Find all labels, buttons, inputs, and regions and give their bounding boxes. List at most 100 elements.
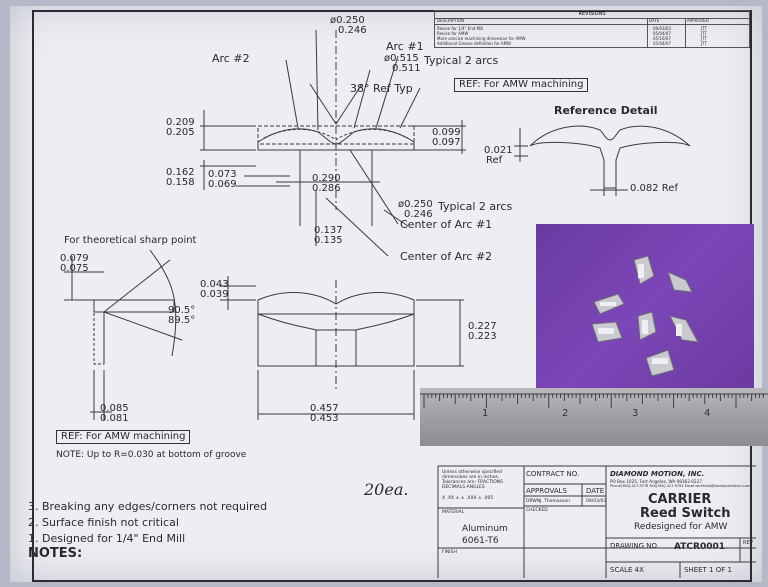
revision-date: 05/16/07 [653,36,671,41]
dim-0205: 0.205 [166,127,195,138]
company-name: DIAMOND MOTION, INC. [610,470,705,478]
dim-0511: 0.511 [392,63,421,74]
ruler: 1 2 3 4 [420,388,768,446]
col-date: DATE [649,18,660,23]
dim-0075: 0.075 [60,263,89,274]
drawing-number: ATCR0001 [674,542,725,552]
dim-0069: 0.069 [208,179,237,190]
tolerance-note: Unless otherwise specified dimensions ar… [442,470,503,490]
note-2: 2. Surface finish not critical [28,516,179,529]
dim-895: 89.5° [168,315,196,326]
part-name-line1: CARRIER [648,492,712,507]
col-description: DESCRIPTION [437,18,465,23]
approvals-label: APPROVALS [526,487,567,495]
dim-0137: 0.137 [314,225,343,236]
company-address: PO Box 1025, Fort Angeles, WA 98362-0227 [610,479,703,484]
dim-0246-top: 0.246 [338,25,367,36]
dim-0227: 0.227 [468,321,497,332]
dim-0515: ø0.515 [384,53,419,64]
drawn-name: J. Thomasson [540,499,570,504]
date-label: DATE [586,487,605,495]
dim-0162: 0.162 [166,167,195,178]
material-label: MATERIAL [442,510,465,515]
part-name-line2: Reed Switch [640,506,731,521]
note-1: 1. Designed for 1/4" End Mill [28,532,186,545]
note-3: 3. Breaking any edges/corners not requir… [28,500,268,513]
drawn-date: 09/03/03 [586,499,607,504]
revisions-columns: DESCRIPTION DATE APPROVED [435,18,749,25]
center-arc1-label: Center of Arc #1 [400,218,493,231]
scale-label: SCALE 4X [610,566,644,574]
typical-arcs-mid: Typical 2 arcs [438,200,513,213]
col-approved: APPROVED [687,18,709,23]
dim-0085: 0.085 [100,403,129,414]
dim-0079: 0.079 [60,253,89,264]
company-contact: Phone(360)-417-9778 FAX(360)-417-9794 Em… [610,484,751,488]
reference-detail-outline [529,125,691,189]
dim-0250-mid: ø0.250 [398,199,433,210]
material-value: Aluminum [462,524,508,534]
dim-0082-ref: 0.082 Ref [630,183,678,194]
dim-0081: 0.081 [100,413,129,424]
dim-0097: 0.097 [432,137,461,148]
clip-parts [591,255,699,377]
dim-0021: 0.021 [484,145,513,156]
revision-row: Additional Groove definition for AMW [437,41,512,46]
dim-0250-top: ø0.250 [330,15,365,26]
revision-date: 09/03/03 [653,26,671,31]
dim-0457: 0.457 [310,403,339,414]
typical-arcs-top: Typical 2 arcs [424,54,499,67]
revision-row: Revise for AMW [437,31,469,36]
center-arc2-label: Center of Arc #2 [400,250,493,263]
ruler-label-4: 4 [704,408,711,419]
part-subtitle: Redesigned for AMW [634,522,728,532]
finish-label: FINISH [442,550,457,555]
revision-approver: JTT [701,36,707,41]
checked-label: CHECKED [526,508,548,513]
revision-approver: JTT [701,26,707,31]
ref-typ-label: 38° Ref Typ [350,82,413,95]
revisions-title: REVISIONS [435,11,749,19]
front-view-outline [257,291,415,315]
sheet-label: SHEET 1 OF 1 [684,566,732,574]
ref-amw-bottom: REF: For AMW machining [56,430,191,444]
dim-0073: 0.073 [208,169,237,180]
notes-heading: NOTES: [28,546,83,561]
dim-0246-mid: 0.246 [404,209,433,220]
clip-part [667,271,693,293]
dim-0223: 0.223 [468,331,497,342]
theoretical-label: For theoretical sharp point [64,235,197,246]
ruler-label-1: 1 [482,408,489,419]
ruler-label-3: 3 [632,408,639,419]
revision-row: Revise for 1/4" End Mill [437,26,484,31]
dim-0209: 0.209 [166,117,195,128]
contract-no: CONTRACT NO. [526,470,580,478]
reference-detail-title: Reference Detail [554,104,658,117]
arc1-label: Arc #1 [386,40,424,53]
side-view-outline [93,299,175,313]
clip-part [669,315,699,343]
arc2-label: Arc #2 [212,52,250,65]
revision-date: 05/04/07 [653,41,671,46]
ruler-ticks [420,393,768,408]
drawn-label: DRWN [526,499,541,504]
groove-note: NOTE: Up to R=0.030 at bottom of groove [56,450,247,460]
ref-amw-top: REF: For AMW machining [454,78,589,92]
rev-label: REV [743,540,754,546]
material-grade: 6061-T6 [462,536,499,546]
revision-date: 05/04/07 [653,31,671,36]
revision-approver: JTT [701,41,707,46]
dim-0043: 0.043 [200,279,229,290]
revision-approver: JTT [701,31,707,36]
handwritten-quantity: 20ea. [364,480,409,499]
dim-0039: 0.039 [200,289,229,300]
dim-0135: 0.135 [314,235,343,246]
dim-0453: 0.453 [310,413,339,424]
dim-0286: 0.286 [312,183,341,194]
tolerance-values: X .XX ± ± .XXX ± .005 [442,496,494,501]
drawing-no-label: DRAWING NO. [610,542,659,550]
dim-0290: 0.290 [312,173,341,184]
dim-0099: 0.099 [432,127,461,138]
dim-905: 90.5° [168,305,196,316]
